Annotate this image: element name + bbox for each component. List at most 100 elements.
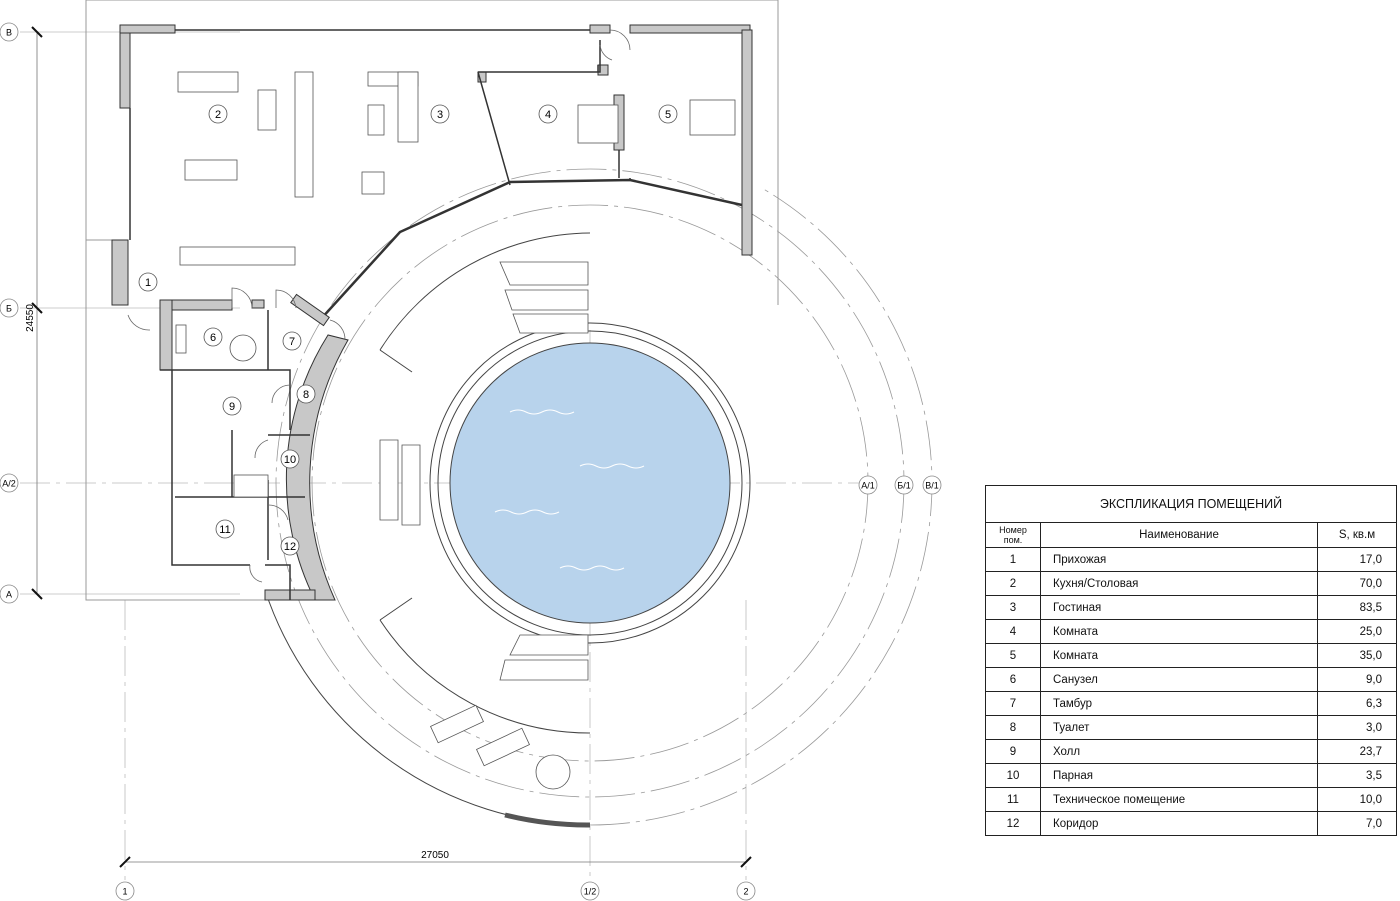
- room-marker-circle: [658, 104, 678, 124]
- sun-loungers: [379, 261, 589, 790]
- dimension-horizontal: 27050: [421, 850, 449, 861]
- room-marker-circle: [538, 104, 558, 124]
- axis-marker-label: В: [6, 28, 12, 38]
- room-marker-label: 2: [215, 109, 221, 121]
- room-marker-circle: [215, 519, 235, 539]
- axis-marker-circle: [0, 473, 19, 493]
- axis-marker-circle: [580, 881, 600, 901]
- axis-marker-circle: [0, 584, 19, 604]
- room-marker-label: 10: [284, 454, 296, 466]
- room-marker-label: 5: [665, 109, 671, 121]
- room-number: 4: [985, 619, 1041, 644]
- room-name: Холл: [1040, 739, 1318, 764]
- room-area: 9,0: [1317, 667, 1397, 692]
- dimension-vertical: 24550: [25, 304, 36, 332]
- room-marker-label: 8: [303, 389, 309, 401]
- room-marker-circle: [430, 104, 450, 124]
- room-marker-label: 9: [229, 401, 235, 413]
- axis-marker-label: В/1: [925, 481, 939, 491]
- room-schedule-table: ЭКСПЛИКАЦИЯ ПОМЕЩЕНИЙ Номер пом. Наимено…: [985, 485, 1397, 836]
- room-marker-circle: [138, 272, 158, 292]
- room-number: 8: [985, 715, 1041, 740]
- room-name: Санузел: [1040, 667, 1318, 692]
- room-number: 6: [985, 667, 1041, 692]
- room-marker-circle: [280, 536, 300, 556]
- room-marker-label: 6: [210, 332, 216, 344]
- room-area: 35,0: [1317, 643, 1397, 668]
- room-area: 70,0: [1317, 571, 1397, 596]
- room-name: Кухня/Столовая: [1040, 571, 1318, 596]
- room-marker-label: 1: [145, 277, 151, 289]
- axis-marker-label: А: [6, 590, 12, 600]
- room-number: 10: [985, 763, 1041, 788]
- room-name: Парная: [1040, 763, 1318, 788]
- room-marker-circle: [282, 331, 302, 351]
- room-number: 9: [985, 739, 1041, 764]
- room-number: 7: [985, 691, 1041, 716]
- room-name: Тамбур: [1040, 691, 1318, 716]
- room-area: 3,5: [1317, 763, 1397, 788]
- room-marker-label: 12: [284, 541, 296, 553]
- room-marker-circle: [208, 104, 228, 124]
- axis-marker-circle: [858, 475, 878, 495]
- room-marker-circle: [222, 396, 242, 416]
- room-area: 83,5: [1317, 595, 1397, 620]
- axis-marker-circle: [922, 475, 942, 495]
- furniture: [175, 71, 736, 498]
- room-number: 11: [985, 787, 1041, 812]
- pool: [449, 342, 731, 624]
- site-outline: [85, 0, 779, 601]
- room-area: 7,0: [1317, 811, 1397, 836]
- axis-marker-circle: [0, 298, 19, 318]
- table-title: ЭКСПЛИКАЦИЯ ПОМЕЩЕНИЙ: [985, 485, 1397, 523]
- floor-plan: 24550 27050: [0, 0, 942, 901]
- axis-marker-label: Б: [6, 304, 12, 314]
- axis-marker-label: 1: [122, 887, 127, 897]
- room-area: 6,3: [1317, 691, 1397, 716]
- axis-marker-circle: [736, 881, 756, 901]
- header-number: Номер пом.: [985, 522, 1041, 548]
- glazing-wall: [319, 178, 743, 321]
- room-marker-label: 4: [545, 109, 551, 121]
- room-name: Комната: [1040, 619, 1318, 644]
- header-area: S, кв.м: [1317, 522, 1397, 548]
- room-area: 17,0: [1317, 547, 1397, 572]
- room-name: Прихожая: [1040, 547, 1318, 572]
- room-name: Коридор: [1040, 811, 1318, 836]
- room-area: 10,0: [1317, 787, 1397, 812]
- room-marker-circle: [296, 384, 316, 404]
- axis-marker-label: 1/2: [584, 887, 597, 897]
- dimension-ticks: [31, 26, 752, 868]
- grid-lines: [20, 31, 860, 880]
- axis-marker-circle: [115, 881, 135, 901]
- room-number: 12: [985, 811, 1041, 836]
- axis-marker-circle: [0, 22, 19, 42]
- axis-marker-label: Б/1: [897, 481, 910, 491]
- terrace: [264, 232, 751, 828]
- axis-marker-label: 2: [743, 887, 748, 897]
- doors: [127, 29, 631, 583]
- room-name: Техническое помещение: [1040, 787, 1318, 812]
- axis-marker-label: А/1: [861, 481, 875, 491]
- axis-marker-circle: [894, 475, 914, 495]
- room-marker-circle: [203, 327, 223, 347]
- room-marker-label: 3: [437, 109, 443, 121]
- room-number: 5: [985, 643, 1041, 668]
- room-marker-label: 11: [219, 524, 230, 536]
- room-name: Туалет: [1040, 715, 1318, 740]
- pool-waves: [494, 409, 645, 571]
- axis-marker-label: А/2: [2, 479, 16, 489]
- room-marker-circle: [280, 449, 300, 469]
- room-number: 1: [985, 547, 1041, 572]
- room-name: Гостиная: [1040, 595, 1318, 620]
